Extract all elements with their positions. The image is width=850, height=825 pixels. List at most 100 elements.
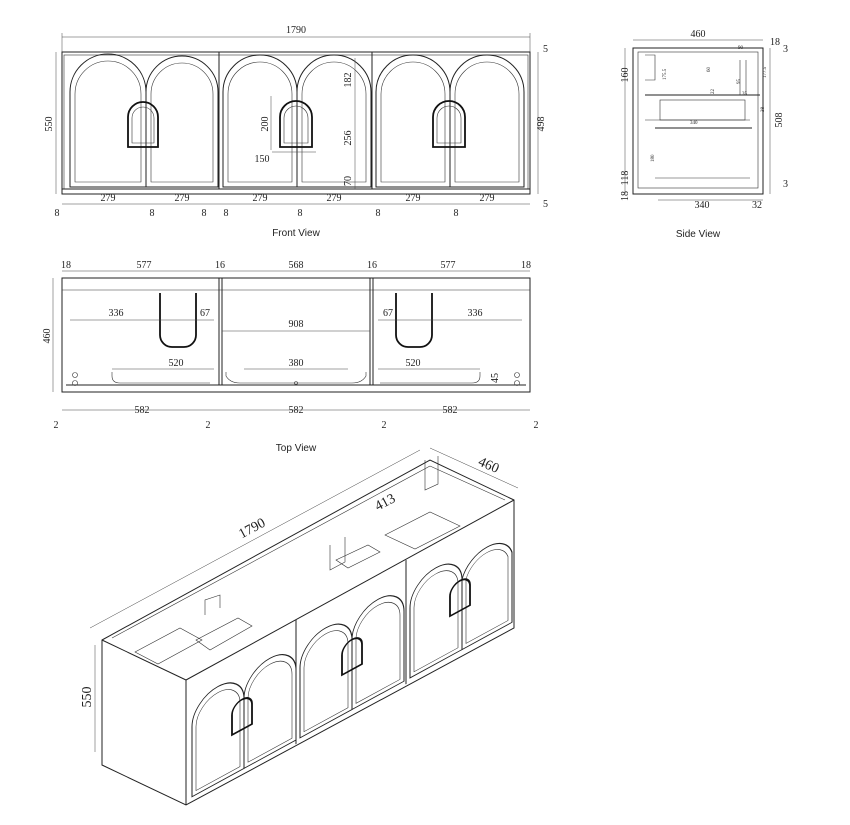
side-small-label: 175.5	[663, 68, 668, 80]
top-segment-label: 577	[441, 260, 456, 271]
iso-cabinet-outline	[101, 459, 515, 806]
arch-width-label: 279	[101, 193, 116, 204]
front-view: 1790 550	[44, 25, 548, 239]
front-gap-labels: 8 8 8 8 8 8 8	[55, 208, 459, 219]
front-gap-label: 8	[150, 208, 155, 219]
iso-arch-panel	[351, 595, 405, 711]
arch-width-label: 279	[327, 193, 342, 204]
side-small-label: 340	[690, 121, 698, 126]
front-gap-label: 8	[376, 208, 381, 219]
handle-width-label: 150	[255, 154, 270, 165]
side-right-offset-label: 32	[752, 200, 762, 211]
top-left-basin-label: 336	[109, 308, 124, 319]
arch-panel	[222, 54, 298, 188]
top-right-basin-label: 336	[468, 308, 483, 319]
top-depth-label: 460	[42, 329, 53, 344]
front-top-gap-label: 5	[543, 44, 548, 55]
iso-arch-panel	[461, 542, 513, 651]
front-width-label: 1790	[286, 25, 306, 36]
front-cabinet-outline	[61, 51, 531, 195]
arch-width-label: 279	[406, 193, 421, 204]
side-small-label: 90	[738, 46, 744, 51]
side-view-caption: Side View	[676, 229, 721, 240]
front-door-left	[69, 53, 219, 188]
arch-mid-label: 256	[343, 131, 354, 146]
top-bottom-width-label: 582	[443, 405, 458, 416]
arch-panel	[296, 54, 372, 188]
handle-height-label: 200	[260, 117, 271, 132]
arch-width-label: 279	[175, 193, 190, 204]
arch-panel	[375, 54, 451, 188]
front-gap-label: 8	[202, 208, 207, 219]
iso-height-label: 550	[80, 687, 95, 708]
arch-width-label: 279	[480, 193, 495, 204]
arch-panel	[449, 54, 525, 188]
front-inner-height-label: 498	[536, 117, 547, 132]
arch-panel	[145, 55, 219, 188]
arch-width-labels: 279 279 279 279 279 279	[101, 193, 495, 204]
iso-front-doors	[191, 542, 513, 798]
side-height-label: 508	[774, 113, 785, 128]
front-height-label: 550	[44, 117, 55, 132]
top-right-base-label: 520	[406, 358, 421, 369]
arch-base-label: 70	[343, 176, 354, 186]
top-view-caption: Top View	[276, 443, 317, 454]
top-bottom-width-label: 582	[289, 405, 304, 416]
top-segment-label: 577	[137, 260, 152, 271]
front-door-right	[375, 54, 525, 188]
iso-width-label: 1790	[236, 516, 268, 542]
front-gap-label: 8	[224, 208, 229, 219]
side-small-label: 95	[737, 79, 742, 85]
front-gap-label: 8	[454, 208, 459, 219]
top-segment-label: 16	[215, 260, 225, 271]
side-small-label: 38	[761, 107, 766, 113]
iso-view: 1790 460 550 413	[80, 447, 519, 806]
top-bottom-gap-label: 2	[54, 420, 59, 431]
side-top-small-label: 3	[783, 44, 788, 55]
arch-width-label: 279	[253, 193, 268, 204]
top-bottom-gap-label: 2	[534, 420, 539, 431]
top-center-span-label: 908	[289, 319, 304, 330]
side-small-label: 35	[742, 92, 748, 97]
side-top-offset-label: 18	[770, 37, 780, 48]
arch-handle	[279, 100, 313, 148]
top-segment-label: 18	[521, 260, 531, 271]
front-bottom-gap-label: 5	[543, 199, 548, 210]
top-segment-label: 18	[61, 260, 71, 271]
front-view-caption: Front View	[272, 228, 320, 239]
top-right-gap-label: 67	[383, 308, 393, 319]
iso-arch-handle	[341, 637, 363, 677]
top-segment-label: 568	[289, 260, 304, 271]
top-bottom-width-label: 582	[135, 405, 150, 416]
arch-handle	[127, 101, 159, 148]
side-left-base-label: 18	[620, 191, 631, 201]
front-door-center	[222, 54, 372, 188]
top-bottom-gap-label: 2	[206, 420, 211, 431]
basin-cutout-right	[395, 293, 433, 348]
front-gap-label: 8	[55, 208, 60, 219]
top-left-gap-label: 67	[200, 308, 210, 319]
top-bottom-width-labels: 582 582 582	[135, 405, 458, 416]
arch-top-label: 182	[343, 73, 354, 88]
side-view: 460 18 3 160 118 18 90 175.5 95 60 22 35…	[620, 29, 788, 240]
side-bottom-depth-label: 340	[695, 200, 710, 211]
top-left-base-label: 520	[169, 358, 184, 369]
iso-depth-label: 460	[476, 455, 501, 477]
top-segment-label: 16	[367, 260, 377, 271]
top-cabinet-outline	[61, 277, 531, 393]
arch-handle	[432, 100, 466, 148]
side-depth-label: 460	[691, 29, 706, 40]
side-left-top-label: 160	[620, 68, 631, 83]
front-gap-label: 8	[298, 208, 303, 219]
iso-arch-handle	[449, 578, 471, 618]
side-cabinet-outline	[632, 47, 764, 195]
arch-panel	[69, 53, 147, 188]
basin-cutout-left	[159, 293, 197, 348]
side-left-bottom-label: 118	[620, 171, 631, 186]
side-bottom-small-label: 3	[783, 179, 788, 190]
iso-arch-panel	[409, 563, 463, 679]
iso-arch-panel	[299, 623, 353, 739]
